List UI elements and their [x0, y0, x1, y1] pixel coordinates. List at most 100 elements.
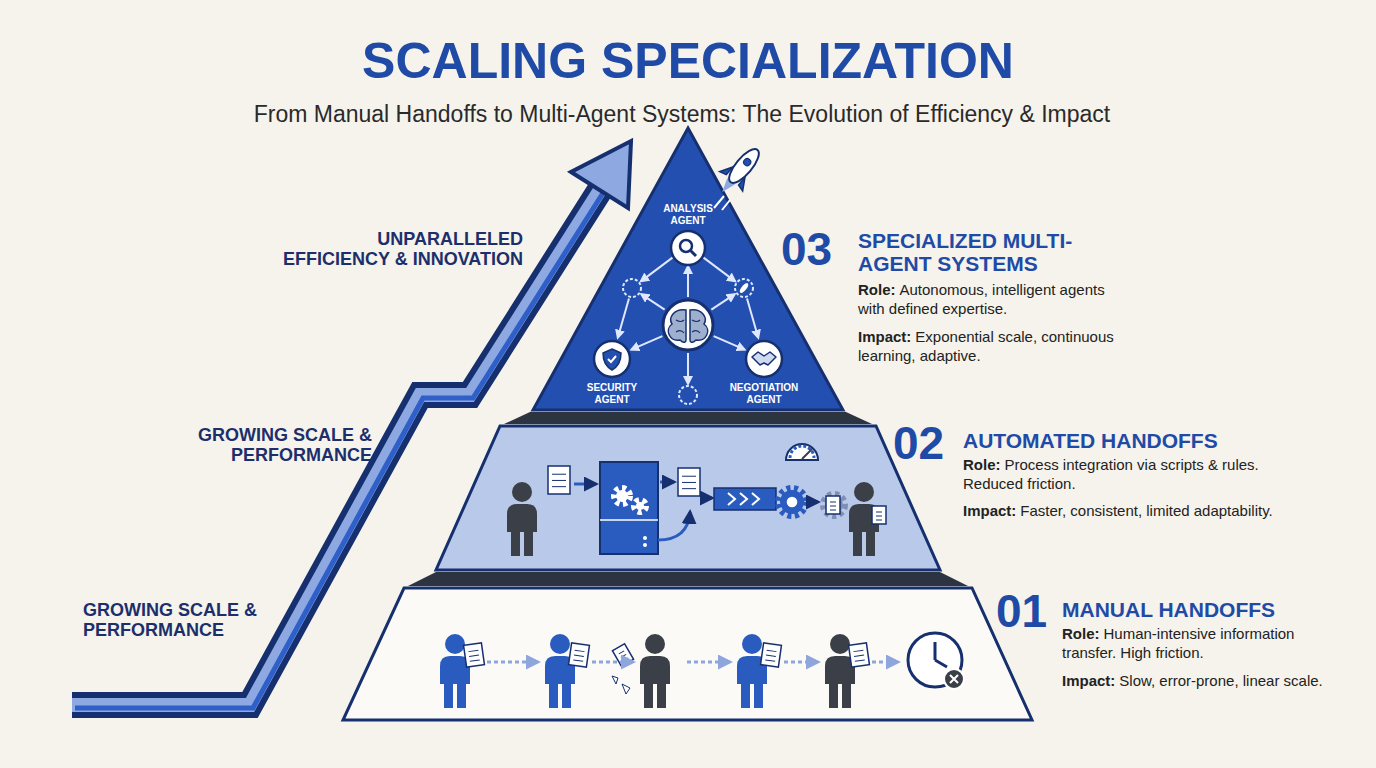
agent-node: SECURITY AGENT: [572, 339, 652, 405]
network-link: [714, 336, 745, 349]
agent-circle: [746, 341, 782, 377]
server-divider: [600, 519, 658, 521]
network-link: [687, 266, 689, 297]
agent-label: NEGOTIATION AGENT: [724, 382, 804, 405]
brain-folds: [676, 320, 700, 333]
person-head: [742, 634, 762, 654]
document-sheet: [678, 468, 700, 496]
label-text: From Manual Handoffs to Multi-Agent Syst…: [254, 101, 1111, 127]
document-icon: [761, 643, 782, 667]
document-line: [682, 476, 696, 477]
label-text: 01: [996, 585, 1047, 637]
agent-node: ANALYSIS AGENT: [648, 203, 728, 267]
field-key: Role:: [858, 281, 896, 298]
document-sheet: [761, 643, 782, 667]
label-text: AUTOMATED HANDOFFS: [963, 429, 1218, 452]
person-figure: [545, 634, 575, 708]
document-line: [876, 512, 882, 513]
document-sheet: [569, 643, 590, 667]
person-leg: [741, 682, 750, 708]
handshake-shape: [752, 352, 776, 365]
label-text: 03: [781, 223, 832, 275]
clock-badge-x: [950, 675, 958, 683]
magnifier-handle: [690, 250, 696, 256]
hub-circle: [663, 300, 713, 350]
document-icon: [849, 643, 870, 667]
subtitle: From Manual Handoffs to Multi-Agent Syst…: [0, 101, 1370, 129]
field-key: Role:: [963, 456, 1001, 473]
document-icon: [548, 466, 570, 494]
tier-separator: [408, 572, 968, 586]
document-line: [830, 506, 836, 507]
person-figure: [737, 634, 767, 708]
torn-paper: [612, 676, 630, 694]
flow-arrow: [872, 661, 898, 664]
document-line: [552, 474, 566, 475]
document-line: [765, 660, 775, 661]
document-line: [574, 655, 584, 656]
tier-1-trapezoid: [343, 588, 1032, 720]
tier-impact: Impact:Faster, consistent, limited adapt…: [963, 502, 1293, 521]
rocket-small-icon: [738, 282, 750, 294]
document-line: [876, 516, 882, 517]
agent-circle: [671, 231, 705, 265]
gear-body: [616, 490, 628, 502]
person-leg: [853, 530, 862, 556]
clock-hands: [935, 642, 947, 667]
flow-arrow: [687, 661, 730, 664]
person-leg: [866, 530, 875, 556]
field-key: Impact:: [1062, 672, 1115, 689]
gauge-dial: [786, 444, 818, 460]
gear-body: [780, 490, 804, 514]
document-icon: [678, 468, 700, 496]
label-text: MANUAL HANDOFFS: [1062, 598, 1275, 621]
gear-teeth: [634, 500, 646, 512]
document-line: [575, 650, 585, 651]
tier-heading: AUTOMATED HANDOFFS: [963, 429, 1303, 452]
person-leg: [457, 682, 466, 708]
gear-body: [636, 502, 644, 510]
person-head: [645, 634, 665, 654]
rocket-icon: [711, 140, 769, 201]
person-leg: [444, 682, 453, 708]
flow-arrow: [658, 512, 690, 540]
gear-teeth: [614, 488, 630, 504]
network-dot: [735, 279, 753, 297]
gear-teeth: [778, 488, 806, 516]
field-key: Impact:: [858, 328, 911, 345]
document-line: [619, 651, 624, 654]
gauge-scale: [790, 446, 814, 458]
server-light: [643, 543, 647, 547]
document-line: [855, 660, 865, 661]
diagram-title: SCALING SPECIALIZATION: [0, 34, 1376, 89]
network-link: [687, 353, 689, 384]
tier-number: 01: [996, 588, 1047, 634]
magnifier-icon: [669, 229, 707, 267]
document-icon: [872, 506, 886, 524]
handshake-icon: [744, 339, 784, 379]
rocket-body: [738, 282, 750, 294]
document-line: [682, 482, 696, 483]
label-text: 02: [893, 417, 944, 469]
agent-circle: [594, 341, 630, 377]
tier-role: Role:Process integration via scripts & r…: [963, 456, 1293, 494]
person-leg: [644, 682, 653, 708]
agent-label: SECURITY AGENT: [572, 382, 652, 405]
document-icon: [464, 643, 485, 667]
document-sheet: [548, 466, 570, 494]
tier-role: Role:Autonomous, intelligent agents with…: [858, 281, 1130, 319]
gear-hole: [619, 493, 625, 499]
flow-arrow: [487, 661, 538, 664]
network-link: [631, 336, 662, 349]
flow-arrow: [660, 481, 674, 484]
gear-hole: [787, 497, 798, 508]
network-dot: [679, 386, 697, 404]
tier-2-trapezoid: [436, 426, 940, 570]
rocket-body: [724, 145, 763, 187]
conveyor-bar: [714, 488, 776, 510]
person-leg: [842, 682, 851, 708]
side-label: GROWING SCALE & PERFORMANCE: [83, 600, 263, 640]
clock-badge: [944, 669, 964, 689]
person-head: [854, 482, 874, 502]
brain-icon: [690, 310, 708, 343]
